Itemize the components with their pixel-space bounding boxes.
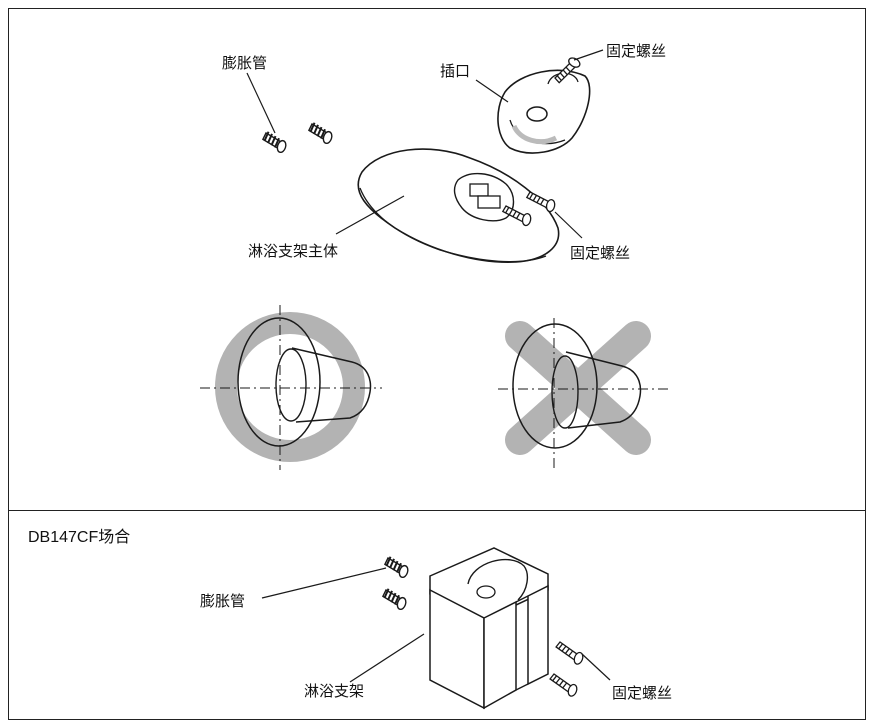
leader-expansion-tube	[246, 72, 276, 134]
section-title-db147cf: DB147CF场合	[28, 529, 131, 546]
leader-screw-top	[573, 49, 604, 61]
section-divider	[8, 510, 866, 511]
label-bracket-body: 淋浴支架主体	[248, 242, 339, 260]
bracket-part	[429, 547, 549, 710]
label-socket: 插口	[440, 62, 471, 80]
label-fixing-screw-bottom: 固定螺丝	[612, 684, 673, 702]
bracket-body-part	[357, 148, 560, 263]
expansion-tube-bottom-2	[379, 586, 410, 612]
leader-screw-right	[554, 211, 583, 239]
fixing-screw-bottom-2	[546, 672, 581, 698]
diagram-frame	[8, 8, 866, 720]
leader-bracket	[349, 633, 425, 683]
label-expansion-tube-bottom: 膨胀管	[200, 592, 246, 610]
leader-socket	[475, 79, 509, 103]
label-expansion-tube: 膨胀管	[222, 54, 268, 72]
label-bracket: 淋浴支架	[304, 682, 365, 700]
expansion-tube-1	[259, 129, 290, 155]
leader-screw-bottom	[581, 653, 611, 681]
correct-circle-icon	[200, 305, 382, 470]
label-fixing-screw-right: 固定螺丝	[570, 244, 631, 262]
wrong-cross-icon	[498, 318, 668, 470]
expansion-tube-bottom-1	[381, 554, 412, 580]
leader-bracket-body	[335, 195, 405, 235]
fixing-screw-bottom-1	[552, 640, 587, 666]
label-fixing-screw-top: 固定螺丝	[606, 42, 667, 60]
expansion-tube-2	[305, 120, 336, 146]
socket-part	[497, 69, 591, 154]
leader-expansion-tube-bottom	[261, 567, 387, 599]
